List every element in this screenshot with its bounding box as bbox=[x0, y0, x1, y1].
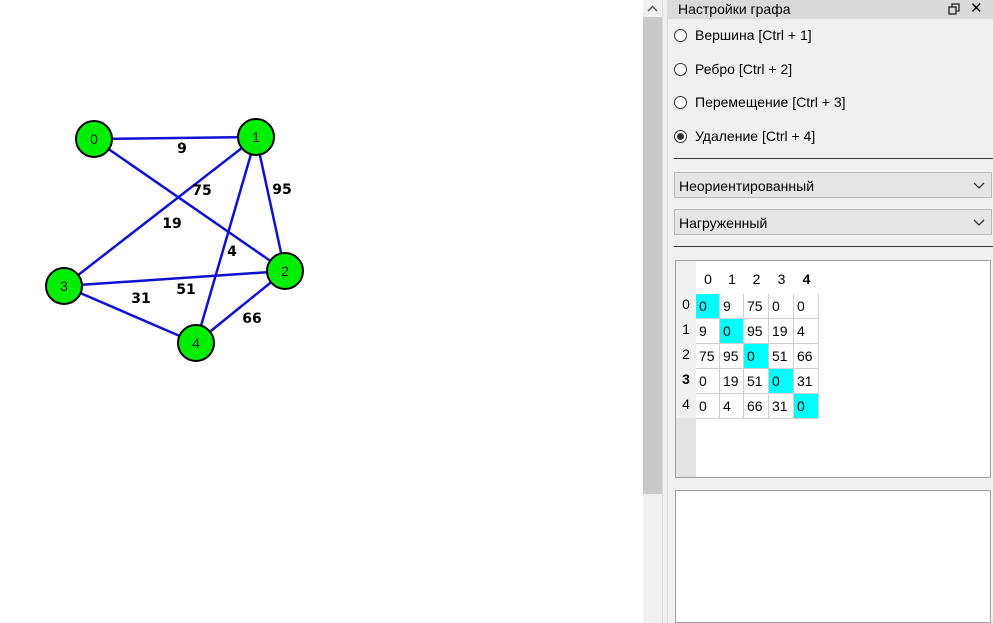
row-header-strip bbox=[676, 261, 696, 477]
mode-radio-3[interactable]: Удаление [Ctrl + 4] bbox=[674, 126, 815, 146]
divider bbox=[674, 246, 993, 247]
matrix-cell[interactable]: 0 bbox=[769, 369, 794, 394]
orientation-select-value: Неориентированный bbox=[679, 178, 815, 194]
radio-circle[interactable] bbox=[674, 62, 687, 76]
matrix-col-header[interactable]: 1 bbox=[728, 271, 736, 287]
graph-edge[interactable] bbox=[63, 269, 286, 288]
graph-node[interactable] bbox=[266, 252, 304, 290]
node-label: 3 bbox=[60, 278, 68, 294]
matrix-cell[interactable]: 0 bbox=[794, 294, 819, 319]
close-icon[interactable]: ✕ bbox=[970, 0, 983, 17]
node-label: 4 bbox=[192, 335, 200, 351]
matrix-col-header[interactable]: 0 bbox=[704, 271, 712, 287]
matrix-cell[interactable]: 95 bbox=[720, 344, 744, 369]
matrix-cell[interactable]: 0 bbox=[794, 394, 819, 419]
graph-edge[interactable] bbox=[93, 137, 286, 273]
chevron-down-icon bbox=[973, 219, 985, 226]
matrix-col-header[interactable]: 4 bbox=[802, 271, 811, 287]
matrix-cell[interactable]: 4 bbox=[794, 319, 819, 344]
mode-radio-2[interactable]: Перемещение [Ctrl + 3] bbox=[674, 92, 846, 112]
graph-canvas[interactable]: 9 75 95 19 4 51 31 66 0 1 2 3 4 bbox=[0, 0, 643, 623]
graph-edge[interactable] bbox=[195, 270, 286, 344]
matrix-cell[interactable]: 9 bbox=[696, 319, 720, 344]
edge-weight-label: 19 bbox=[162, 216, 181, 232]
radio-label: Удаление [Ctrl + 4] bbox=[695, 128, 816, 144]
radio-label: Перемещение [Ctrl + 3] bbox=[695, 94, 846, 110]
graph-node[interactable] bbox=[75, 120, 113, 158]
graph-node[interactable] bbox=[45, 267, 83, 305]
node-label: 1 bbox=[252, 129, 260, 145]
scroll-thumb[interactable] bbox=[643, 17, 662, 494]
edge-weight-label: 4 bbox=[227, 244, 237, 260]
matrix-cell[interactable]: 51 bbox=[744, 369, 769, 394]
graph-edge[interactable] bbox=[93, 135, 257, 141]
matrix-cell[interactable]: 66 bbox=[744, 394, 769, 419]
divider bbox=[674, 158, 993, 159]
matrix-col-header[interactable]: 3 bbox=[777, 271, 786, 287]
panel-title: Настройки графа bbox=[678, 1, 791, 17]
restore-window-icon[interactable] bbox=[947, 2, 961, 16]
panel-splitter[interactable] bbox=[662, 0, 668, 623]
matrix-cell[interactable]: 0 bbox=[744, 344, 769, 369]
matrix-col-header[interactable]: 2 bbox=[752, 271, 761, 287]
matrix-cell[interactable]: 31 bbox=[769, 394, 794, 419]
radio-label: Ребро [Ctrl + 2] bbox=[695, 61, 793, 77]
matrix-cell[interactable]: 0 bbox=[696, 369, 720, 394]
matrix-cell[interactable]: 75 bbox=[744, 294, 769, 319]
chevron-up-icon bbox=[647, 5, 658, 12]
matrix-row-header[interactable]: 2 bbox=[682, 346, 690, 362]
matrix-cell[interactable]: 0 bbox=[720, 319, 744, 344]
matrix-cell[interactable]: 95 bbox=[744, 319, 769, 344]
edge-weight-label: 9 bbox=[177, 141, 187, 157]
edge-weight-label: 75 bbox=[192, 183, 211, 199]
matrix-cell[interactable]: 51 bbox=[769, 344, 794, 369]
mode-radio-1[interactable]: Ребро [Ctrl + 2] bbox=[674, 59, 792, 79]
radio-circle[interactable] bbox=[674, 95, 687, 109]
radio-circle[interactable] bbox=[674, 28, 687, 42]
graph-drawing[interactable]: 9 75 95 19 4 51 31 66 0 1 2 3 4 bbox=[0, 0, 643, 623]
orientation-select[interactable]: Неориентированный bbox=[674, 172, 992, 198]
edge-weight-label: 31 bbox=[131, 291, 150, 307]
edge-weight-label: 66 bbox=[242, 311, 261, 327]
radio-circle[interactable] bbox=[674, 129, 687, 143]
matrix-row-header[interactable]: 4 bbox=[682, 396, 690, 412]
matrix-cell[interactable]: 0 bbox=[696, 394, 720, 419]
node-label: 0 bbox=[90, 131, 98, 147]
matrix-row-header[interactable]: 1 bbox=[682, 321, 690, 337]
matrix-cell[interactable]: 0 bbox=[696, 294, 720, 319]
graph-node[interactable] bbox=[177, 324, 215, 362]
matrix-cell[interactable]: 0 bbox=[769, 294, 794, 319]
chevron-down-icon bbox=[973, 182, 985, 189]
edge-weight-label: 95 bbox=[272, 182, 291, 198]
graph-node[interactable] bbox=[237, 118, 275, 156]
radio-label: Вершина [Ctrl + 1] bbox=[695, 27, 812, 43]
weight-select[interactable]: Нагруженный bbox=[674, 209, 992, 235]
canvas-scrollbar[interactable] bbox=[643, 0, 662, 623]
graph-settings-panel: Настройки графа ✕ Вершина [Ctrl + 1] Ребр… bbox=[668, 0, 993, 623]
graph-edge[interactable] bbox=[254, 136, 287, 272]
weight-select-value: Нагруженный bbox=[679, 215, 768, 231]
matrix-cell[interactable]: 66 bbox=[794, 344, 819, 369]
scroll-up-button[interactable] bbox=[643, 0, 662, 17]
panel-title-bar: Настройки графа ✕ bbox=[668, 0, 993, 19]
matrix-row-header[interactable]: 3 bbox=[682, 371, 690, 387]
matrix-cell[interactable]: 75 bbox=[696, 344, 720, 369]
matrix-cell[interactable]: 19 bbox=[769, 319, 794, 344]
matrix-cell[interactable]: 19 bbox=[720, 369, 744, 394]
graph-edge[interactable] bbox=[63, 284, 197, 345]
matrix-row-header[interactable]: 0 bbox=[682, 296, 690, 312]
matrix-cell[interactable]: 31 bbox=[794, 369, 819, 394]
graph-edge[interactable] bbox=[63, 136, 257, 287]
graph-edge[interactable] bbox=[194, 136, 258, 344]
node-label: 2 bbox=[281, 263, 289, 279]
output-box[interactable] bbox=[675, 490, 991, 623]
matrix-cell[interactable]: 9 bbox=[720, 294, 744, 319]
edge-weight-label: 51 bbox=[176, 282, 195, 298]
mode-radio-0[interactable]: Вершина [Ctrl + 1] bbox=[674, 25, 812, 45]
matrix-cell[interactable]: 4 bbox=[720, 394, 744, 419]
